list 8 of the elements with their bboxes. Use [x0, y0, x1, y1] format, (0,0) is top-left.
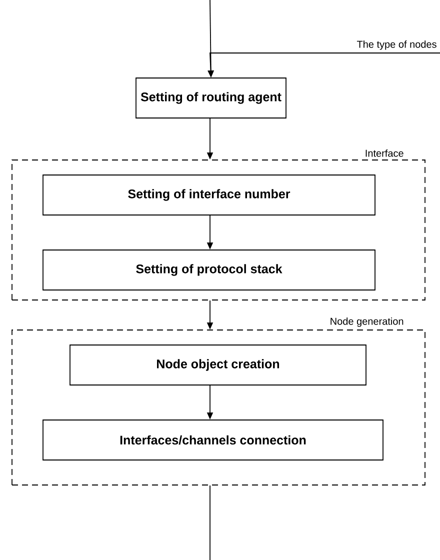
process-box: Interfaces/channels connection	[42, 420, 384, 460]
group-heading: Interface	[366, 149, 404, 157]
process-box: Setting of interface number	[42, 174, 376, 216]
edge-label: The type of nodes	[356, 40, 436, 50]
process-box: Node object creation	[70, 344, 366, 386]
process-box: Setting of routing agent	[136, 78, 286, 118]
group-heading: Node generation	[330, 317, 404, 327]
process-box: Setting of protocol stack	[42, 250, 376, 290]
